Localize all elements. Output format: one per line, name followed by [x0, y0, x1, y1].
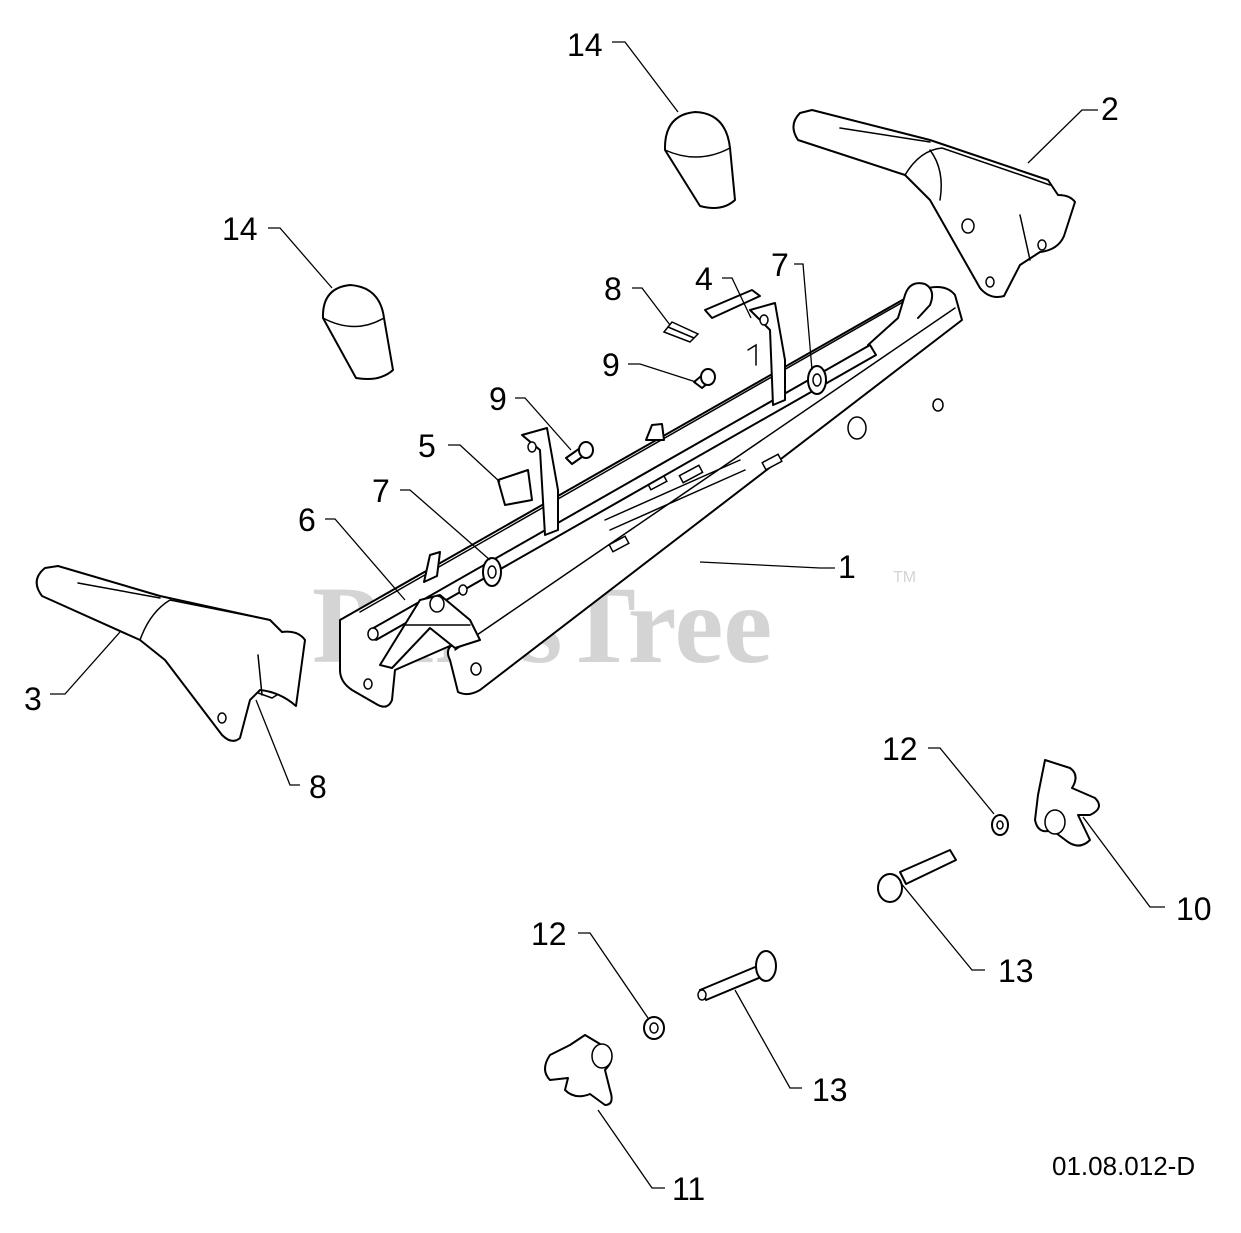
callout-9-bottom-label: 9 [489, 381, 507, 417]
part-12-star-knob-bottom[interactable] [544, 1034, 613, 1106]
callout-13-bottom-label: 12 [531, 916, 567, 952]
watermark-trademark: TM [893, 569, 916, 586]
part-8-clip-top[interactable] [662, 321, 700, 343]
callout-12-bottom-label: 11 [672, 1171, 705, 1207]
callout-14-bottom-label: 13 [812, 1072, 848, 1108]
callout-2-label: 2 [1101, 91, 1119, 127]
callout-4-label: 4 [695, 261, 713, 297]
part-6-linkage[interactable] [379, 584, 481, 669]
part-3-handle-left[interactable] [35, 565, 306, 742]
callout-10-label: 14 [567, 27, 603, 63]
drawing-number: 01.08.012-D [1052, 1151, 1195, 1181]
part-13-washer-bottom[interactable] [643, 1016, 665, 1040]
callout-12-right-label: 10 [1176, 891, 1212, 927]
callout-13-right-label: 12 [882, 731, 918, 767]
callout-11-label: 14 [222, 211, 258, 247]
frame-tab-left [423, 551, 441, 583]
callout-7-left-label: 7 [372, 473, 390, 509]
callout-1-label: 1 [838, 549, 856, 585]
part-13-washer-right[interactable] [991, 814, 1009, 836]
callout-8-bottom-label: 8 [309, 769, 327, 805]
part-11-knob[interactable] [321, 284, 394, 380]
part-7-washer-left[interactable] [482, 557, 502, 587]
callout-7-right-label: 7 [771, 247, 789, 283]
part-10-knob[interactable] [663, 111, 736, 209]
part-9-bolt-top[interactable] [693, 368, 716, 389]
callout-8-top-label: 8 [604, 271, 622, 307]
frame-tab-center [645, 423, 665, 441]
part-9-bolt-bottom[interactable] [565, 441, 594, 465]
part-2-handle-right[interactable] [792, 109, 1076, 298]
part-14-bolt-right[interactable] [877, 849, 957, 903]
callout-6-label: 6 [298, 502, 316, 538]
part-4-arm[interactable] [704, 289, 786, 406]
leader-lines [50, 41, 1165, 1189]
part-5-arm[interactable] [497, 427, 559, 536]
part-7-washer-right[interactable] [807, 365, 827, 395]
callout-9-top-label: 9 [602, 347, 620, 383]
part-12-star-knob-right[interactable] [1034, 759, 1100, 847]
callout-5-label: 5 [418, 428, 436, 464]
callout-14-right-label: 13 [998, 953, 1034, 989]
callout-3-label: 3 [24, 681, 42, 717]
part-14-bolt-bottom[interactable] [697, 950, 777, 1001]
